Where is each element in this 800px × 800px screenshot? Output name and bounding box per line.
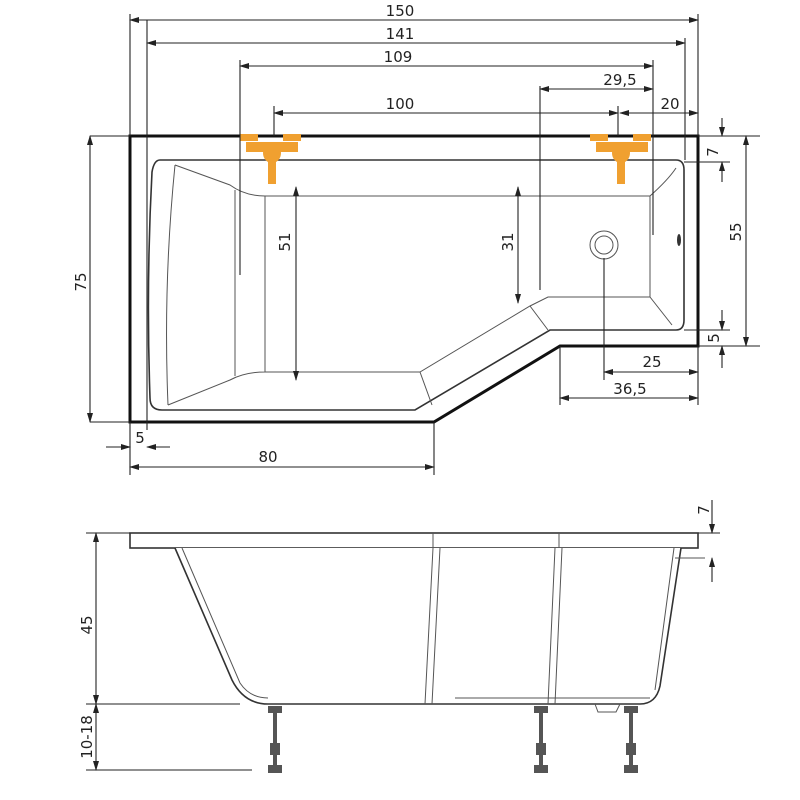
dim-label-10-18: 10-18 [78,715,96,759]
dim-label-31: 31 [499,232,517,251]
dim-label-150: 150 [386,2,415,20]
drain-trap [594,703,621,713]
dim-label-20: 20 [660,95,679,113]
basin-outline [147,159,685,411]
dim-label-29-5: 29,5 [603,71,636,89]
dim-label-36-5: 36,5 [613,380,646,398]
dim-label-141: 141 [386,25,415,43]
dim-label-51: 51 [276,232,294,251]
top-view: 150 141 109 29,5 100 20 75 5 80 51 31 55… [72,2,760,475]
dim-label-5-right: 5 [705,333,723,343]
dim-label-75: 75 [72,272,90,291]
basin-inner [166,164,677,406]
dim-label-7-side: 7 [695,505,713,515]
faucet-icon [240,134,301,184]
drain-icon [594,235,614,255]
side-view: 45 10-18 7 [78,500,720,773]
dim-label-45: 45 [78,615,96,634]
dim-label-109: 109 [384,48,413,66]
dim-label-5-left: 5 [135,429,145,447]
tub-rim [129,532,699,549]
dim-label-80: 80 [258,448,277,466]
faucet-icon [590,134,651,184]
dim-label-55: 55 [727,222,745,241]
dim-label-100: 100 [386,95,415,113]
tub-body [174,547,682,705]
leg-icon [268,706,282,773]
dim-label-7-top: 7 [704,147,722,157]
dim-label-25: 25 [642,353,661,371]
leg-icon [534,706,548,773]
overflow-icon [677,234,681,246]
leg-icon [624,706,638,773]
